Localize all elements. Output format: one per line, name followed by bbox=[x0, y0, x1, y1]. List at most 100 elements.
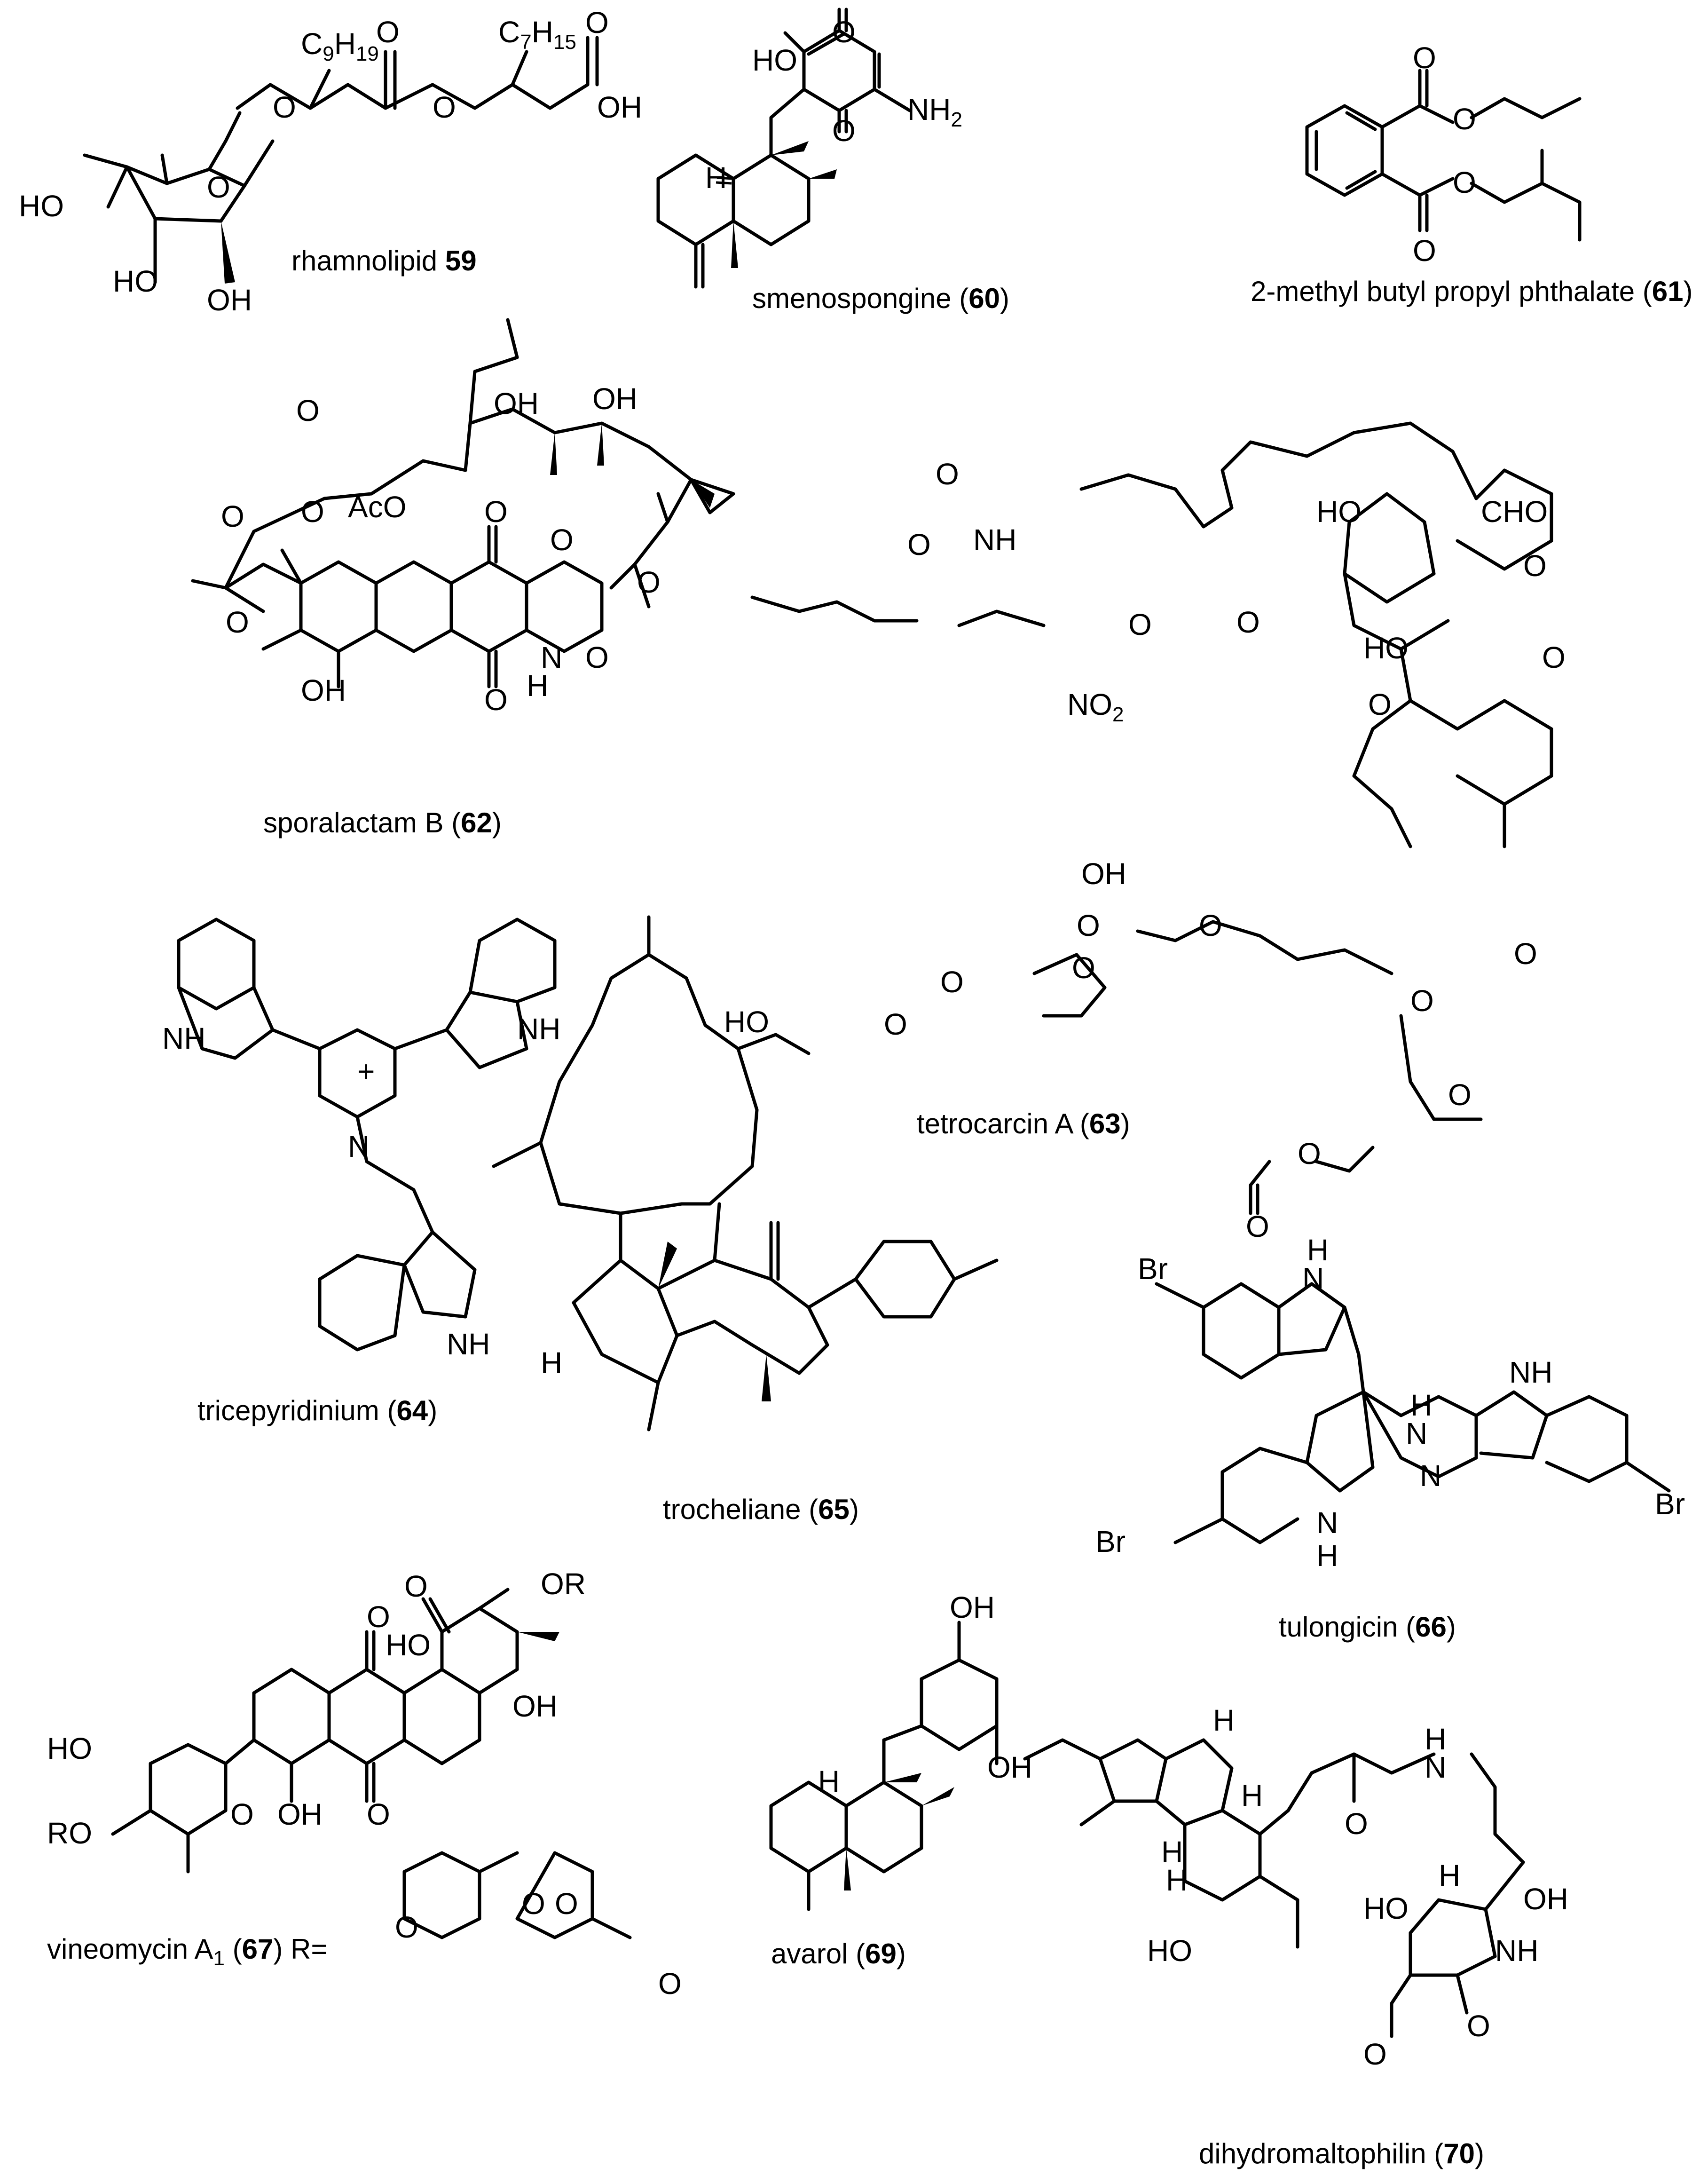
atom-c9h19: C9H19 bbox=[301, 27, 379, 65]
atom-o: O bbox=[1246, 1210, 1269, 1243]
atom-o: O bbox=[273, 90, 296, 124]
atom-o: O bbox=[296, 394, 320, 427]
atom-nh: NH bbox=[1509, 1355, 1552, 1389]
atom-h: H bbox=[705, 161, 727, 195]
atom-o: O bbox=[1413, 234, 1436, 268]
atom-n: N bbox=[1420, 1459, 1441, 1493]
atom-o: O bbox=[1467, 2009, 1490, 2043]
atom-n: N bbox=[1316, 1506, 1338, 1540]
atom-o: O bbox=[832, 114, 856, 148]
atom-n: N bbox=[1302, 1261, 1324, 1295]
atom-o: O bbox=[484, 683, 508, 717]
atom-nh: NH bbox=[447, 1327, 490, 1361]
atom-br: Br bbox=[1095, 1525, 1126, 1558]
atom-o: O bbox=[1363, 2037, 1387, 2071]
atom-o: O bbox=[832, 15, 856, 49]
atom-ho: HO bbox=[47, 1732, 92, 1765]
atom-o: O bbox=[1128, 608, 1152, 641]
atom-o: O bbox=[522, 1887, 545, 1921]
structure-trocheliane: H bbox=[492, 915, 999, 1432]
atom-br: Br bbox=[1138, 1252, 1168, 1286]
atom-c7h15: C7H15 bbox=[498, 15, 576, 54]
atom-o: O bbox=[550, 523, 574, 557]
atom-ho: HO bbox=[386, 1628, 431, 1662]
atom-h: H bbox=[1316, 1539, 1338, 1573]
atom-oh: OH bbox=[987, 1750, 1032, 1784]
caption-vineomycin-a1: vineomycin A1 (67) R= bbox=[47, 1933, 327, 1970]
atom-o: O bbox=[301, 495, 324, 529]
caption-tulongicin: tulongicin (66) bbox=[1279, 1611, 1456, 1643]
atom-o: O bbox=[1077, 909, 1100, 942]
atom-o: O bbox=[585, 641, 609, 674]
structure-tulongicin: Br H N H N N NH Br N H Br bbox=[1095, 1233, 1685, 1573]
atom-ho: HO bbox=[752, 43, 797, 77]
structure-tricepyridinium: NH NH N + NH bbox=[162, 917, 560, 1361]
structure-dihydromaltophilin: H H H H HO H N O H OH HO NH O O bbox=[1023, 1703, 1568, 2071]
atom-ro: RO bbox=[47, 1816, 92, 1850]
atom-n: N bbox=[1406, 1416, 1427, 1450]
atom-h: H bbox=[818, 1764, 840, 1798]
caption-avarol: avarol (69) bbox=[771, 1938, 906, 1969]
atom-h: H bbox=[527, 669, 548, 703]
atom-br: Br bbox=[1655, 1487, 1685, 1521]
atom-o: O bbox=[230, 1797, 254, 1831]
atom-nh: NH bbox=[973, 523, 1016, 557]
atom-o: O bbox=[637, 565, 661, 599]
atom-o: O bbox=[1199, 909, 1222, 942]
atom-n: N bbox=[348, 1130, 370, 1163]
atom-ho: HO bbox=[1363, 1891, 1409, 1925]
atom-oh: OH bbox=[207, 283, 252, 317]
atom-ho: HO bbox=[1363, 631, 1409, 665]
caption-smenospongine: smenospongine (60) bbox=[752, 283, 1009, 314]
atom-o: O bbox=[484, 495, 508, 529]
atom-o: O bbox=[395, 1910, 418, 1944]
atom-o: O bbox=[1448, 1078, 1472, 1112]
atom-o: O bbox=[367, 1600, 390, 1634]
atom-oh: OH bbox=[277, 1797, 323, 1831]
structure-phthalate: O O O O bbox=[1305, 41, 1582, 268]
atom-o: O bbox=[1453, 166, 1476, 199]
atom-o: O bbox=[1298, 1137, 1321, 1171]
atom-h: H bbox=[1166, 1863, 1188, 1897]
atom-o: O bbox=[1410, 984, 1434, 1018]
atom-oh: OH bbox=[494, 387, 539, 420]
structure-vineomycin-a1: O O HO OR OH O OH HO RO O O O O O bbox=[47, 1567, 682, 2001]
atom-o: O bbox=[1514, 937, 1537, 971]
atom-h: H bbox=[1161, 1835, 1183, 1869]
atom-o: O bbox=[907, 528, 931, 562]
caption-phthalate: 2-methyl butyl propyl phthalate (61) bbox=[1251, 276, 1693, 307]
atom-ho: HO bbox=[113, 264, 158, 298]
atom-o: O bbox=[940, 965, 964, 999]
structure-avarol: OH OH H bbox=[769, 1590, 1032, 1911]
atom-oh: OH bbox=[950, 1590, 995, 1624]
atom-nh: NH bbox=[517, 1012, 560, 1046]
atom-oh: OH bbox=[301, 673, 346, 707]
atom-o: O bbox=[1345, 1807, 1368, 1841]
atom-o: O bbox=[585, 6, 609, 40]
atom-h: H bbox=[1439, 1859, 1460, 1892]
atom-h: H bbox=[1213, 1703, 1235, 1737]
atom-o: O bbox=[207, 170, 230, 204]
caption-sporalactam-b: sporalactam B (62) bbox=[263, 807, 502, 838]
atom-oh: OH bbox=[1081, 857, 1126, 891]
structure-smenospongine: O HO NH2 O H bbox=[656, 8, 962, 289]
atom-oh: OH bbox=[597, 90, 642, 124]
atom-o: O bbox=[367, 1797, 390, 1831]
caption-tricepyridinium: tricepyridinium (64) bbox=[197, 1395, 437, 1426]
atom-o: O bbox=[1523, 549, 1547, 583]
atom-oh: OH bbox=[592, 382, 638, 416]
atom-o: O bbox=[936, 457, 959, 491]
atom-ho: HO bbox=[19, 189, 64, 223]
atom-o: O bbox=[1072, 951, 1095, 985]
atom-o: O bbox=[1368, 688, 1392, 721]
atom-o: O bbox=[884, 1007, 907, 1041]
structure-tetrocarcin-a: HO CHO O HO O O O NH O O NO2 O OH O O O … bbox=[724, 421, 1566, 1243]
atom-oh: OH bbox=[1523, 1882, 1568, 1916]
atom-no2: NO2 bbox=[1067, 688, 1124, 726]
atom-o: O bbox=[1542, 641, 1566, 674]
caption-dihydromaltophilin: dihydromaltophilin (70) bbox=[1199, 2138, 1484, 2169]
atom-o: O bbox=[658, 1967, 682, 2001]
atom-ho: HO bbox=[1147, 1934, 1192, 1968]
atom-o: O bbox=[404, 1569, 428, 1603]
